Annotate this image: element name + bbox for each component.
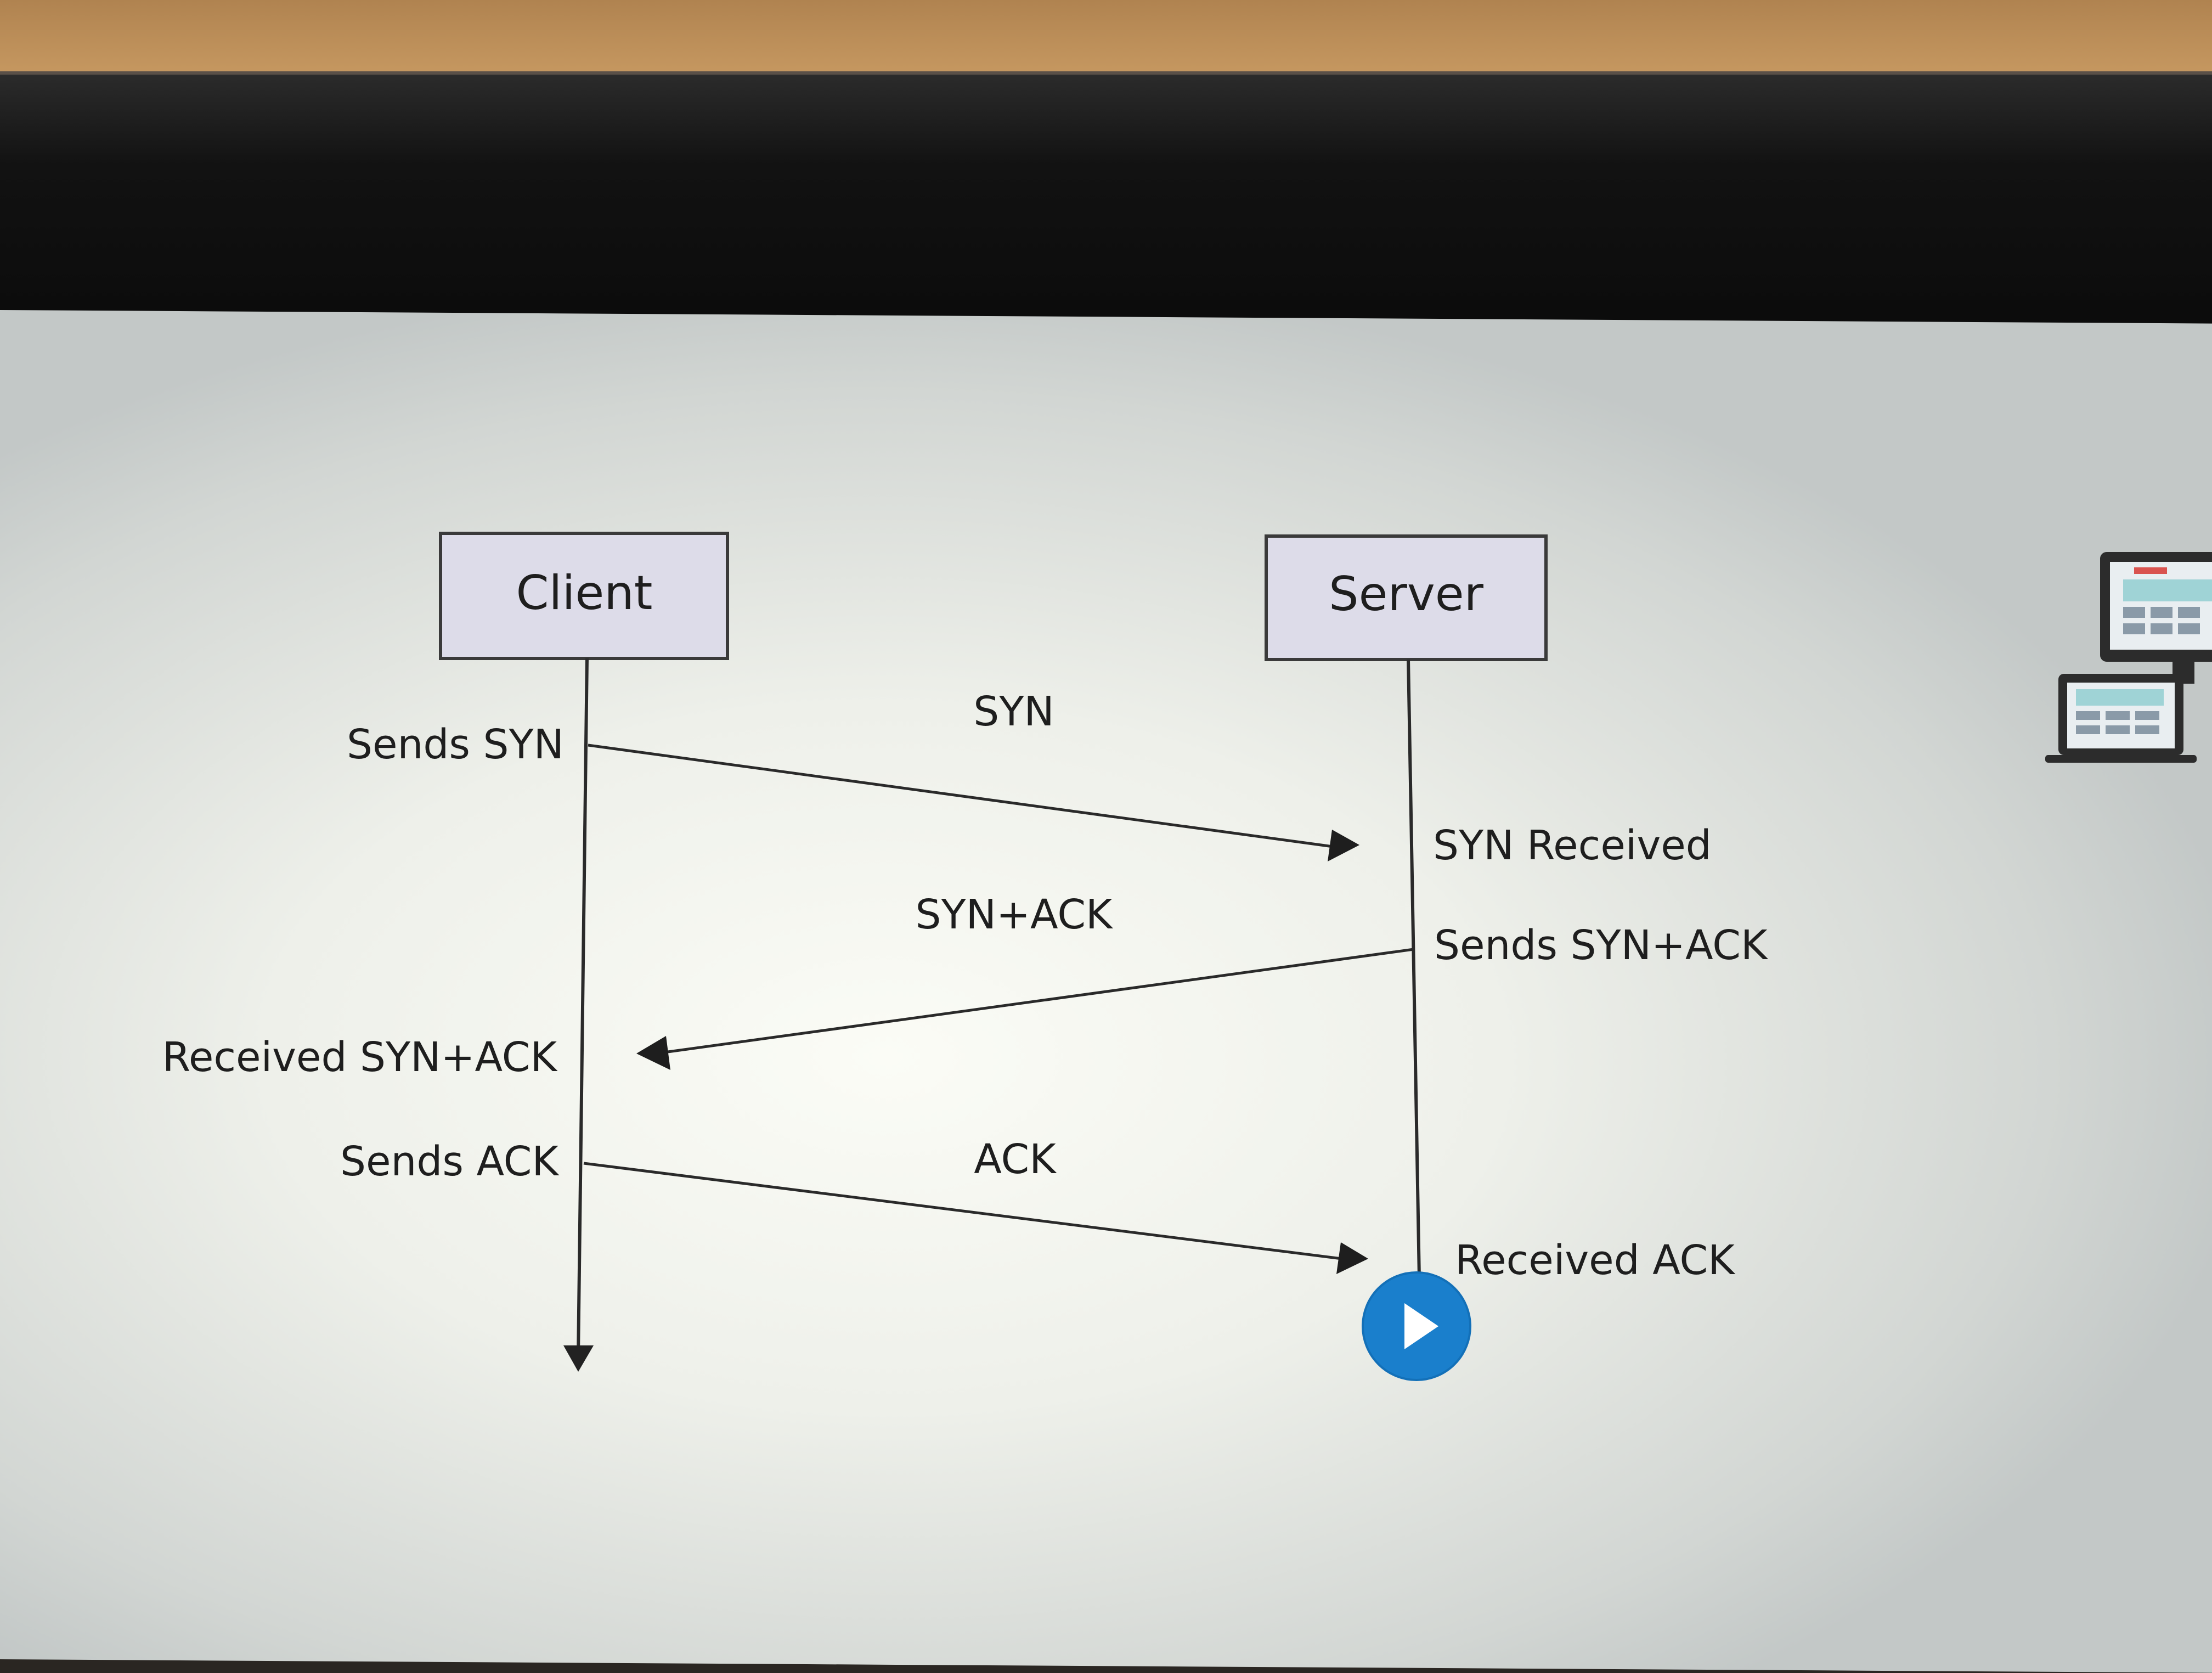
arrowhead-right-icon xyxy=(1336,1242,1368,1274)
server-label: Server xyxy=(1329,567,1484,622)
server-node: Server xyxy=(1265,534,1548,661)
client-event-sends-ack: Sends ACK xyxy=(340,1138,560,1185)
client-node: Client xyxy=(439,532,729,660)
message-syn: SYN xyxy=(588,688,1359,861)
arrow-down-icon xyxy=(563,1345,594,1372)
server-event-sends-syn-ack: Sends SYN+ACK xyxy=(1434,922,1769,969)
server-box xyxy=(1265,534,1548,661)
message-syn-label: SYN xyxy=(973,688,1054,735)
devices-icon xyxy=(2045,552,2212,763)
server-lifeline xyxy=(1407,659,1421,1279)
play-button[interactable] xyxy=(1362,1271,1471,1381)
message-ack-label: ACK xyxy=(974,1136,1057,1183)
message-ack: ACK xyxy=(583,1136,1368,1274)
arrowhead-right-icon xyxy=(1328,830,1359,861)
client-event-sends-syn: Sends SYN xyxy=(347,721,564,768)
monitor-bezel xyxy=(0,71,2212,333)
client-box xyxy=(439,532,729,660)
client-label: Client xyxy=(516,566,653,621)
message-syn-ack: SYN+ACK xyxy=(636,891,1414,1070)
server-event-syn-received: SYN Received xyxy=(1433,822,1712,869)
arrowhead-left-icon xyxy=(636,1036,670,1070)
client-lifeline xyxy=(563,658,594,1372)
play-icon xyxy=(1404,1303,1438,1349)
message-syn-ack-label: SYN+ACK xyxy=(915,891,1114,938)
client-event-received-syn-ack: Received SYN+ACK xyxy=(162,1034,558,1081)
background-wall xyxy=(0,0,2212,82)
server-event-received-ack: Received ACK xyxy=(1455,1237,1736,1284)
